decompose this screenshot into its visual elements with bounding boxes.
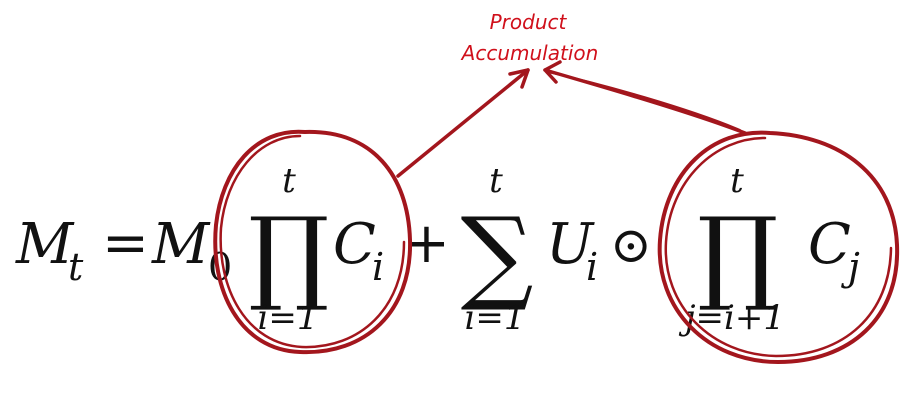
prod1-term-subscript: i: [372, 245, 384, 289]
circle-highlight-prod2: [657, 130, 900, 364]
lhs-variable: M: [15, 212, 75, 277]
prod1-term-variable: C: [333, 212, 376, 277]
equals-sign: =: [102, 211, 149, 276]
sum-upper-limit: t: [489, 161, 503, 201]
arrow-prod1-to-annotation: [396, 68, 530, 178]
sum-lower-limit: i=1: [465, 298, 526, 338]
sum-term-variable: U: [546, 212, 595, 277]
annotation-label-accumulation: Accumulation: [460, 41, 599, 65]
m0-variable: M: [151, 212, 211, 277]
prod1-upper-limit: t: [282, 161, 296, 201]
prod1-symbol: ∏: [248, 196, 329, 315]
lhs-subscript: t: [68, 245, 84, 289]
prod2-symbol: ∏: [697, 196, 778, 315]
prod2-upper-limit: t: [730, 161, 744, 201]
arrow-prod2-to-annotation: [543, 60, 747, 135]
sum-symbol: ∑: [461, 196, 534, 315]
sum-term-subscript: i: [586, 245, 598, 289]
odot-operator: ⊙: [610, 216, 652, 274]
circle-highlight-prod1: [213, 129, 413, 355]
annotation-label-product: Product: [490, 10, 568, 34]
prod1-lower-limit: i=1: [258, 298, 319, 338]
prod2-term-variable: C: [808, 212, 851, 277]
